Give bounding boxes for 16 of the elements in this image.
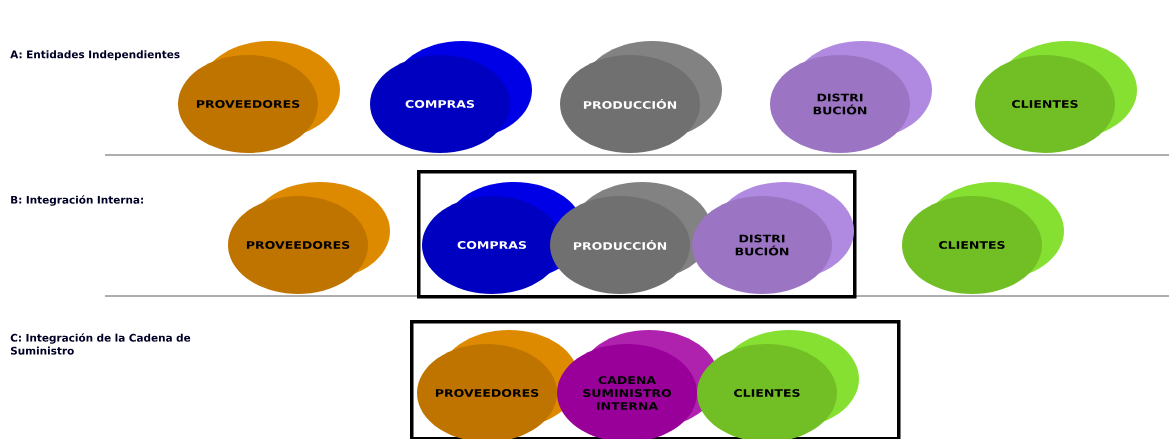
- cylinder: PRODUCCIÓN: [550, 182, 712, 294]
- cylinder: CADENA SUMINISTRO INTERNA: [557, 330, 719, 439]
- frame-box: [410, 320, 901, 439]
- cylinder: DISTRI BUCIÓN: [692, 182, 854, 294]
- cylinder: COMPRAS: [370, 41, 532, 153]
- cylinder: CLIENTES: [975, 41, 1137, 153]
- cylinder: CLIENTES: [902, 182, 1064, 294]
- cylinder: PRODUCCIÓN: [560, 41, 722, 153]
- row-label: C: Integración de la Cadena de Suministro: [10, 333, 191, 355]
- cylinder: CLIENTES: [697, 330, 859, 439]
- cylinder: PROVEEDORES: [417, 330, 579, 439]
- cylinder: PROVEEDORES: [228, 182, 390, 294]
- row-label: B: Integración Interna:: [11, 195, 143, 206]
- row-label: A: Entidades Independientes: [10, 50, 180, 61]
- cylinder: DISTRI BUCIÓN: [770, 41, 932, 153]
- frame-box: [417, 170, 857, 299]
